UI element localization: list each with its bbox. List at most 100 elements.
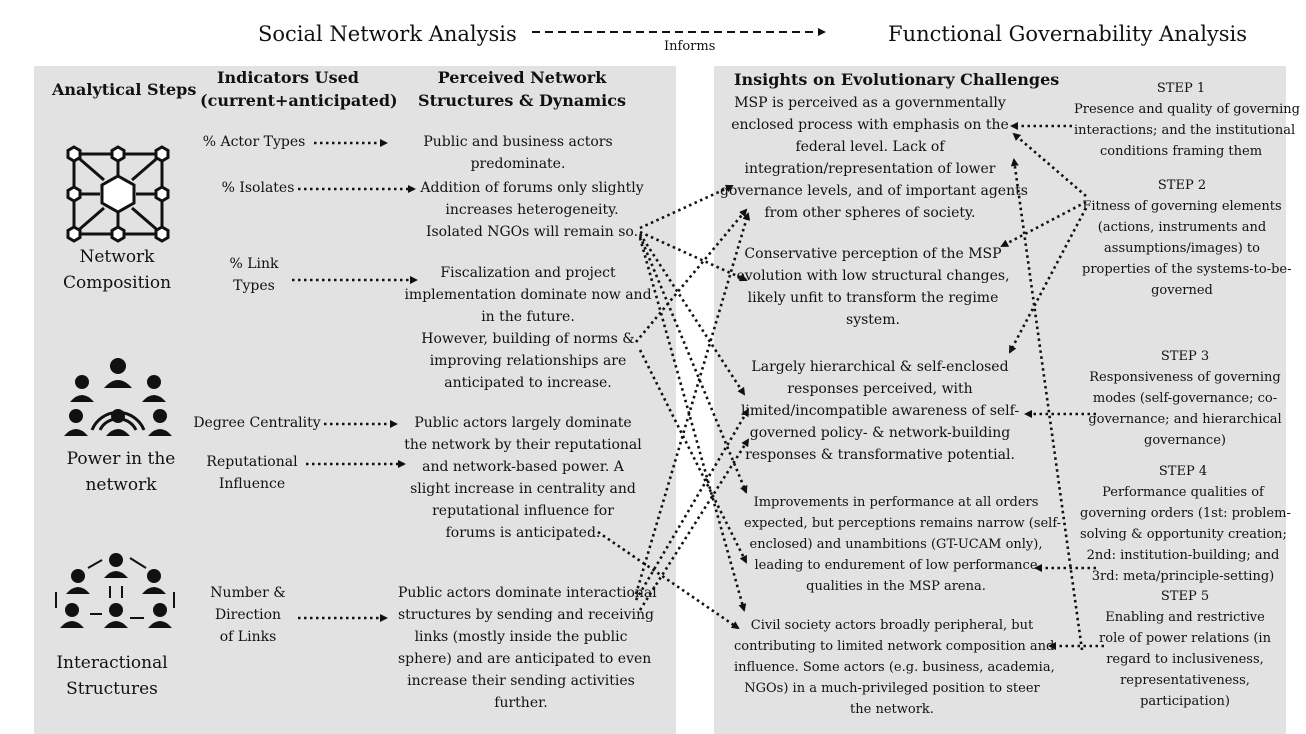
insight-line: leading to endurement of low performance bbox=[754, 558, 1038, 573]
power-people-icon bbox=[64, 358, 172, 436]
step-line: properties of the systems-to-be- bbox=[1082, 262, 1292, 277]
arrow-p2-i4 bbox=[638, 235, 748, 494]
step-line: representativeness, bbox=[1120, 673, 1250, 688]
step-line: 3rd: meta/principle-setting) bbox=[1091, 569, 1275, 584]
perceived-line: and network-based power. A bbox=[422, 459, 624, 475]
insight-block-4: Improvements in performance at all order… bbox=[744, 492, 1062, 597]
perceived-block-4: Public actors largely dominate the netwo… bbox=[400, 412, 646, 544]
header-right-title: Functional Governability Analysis bbox=[888, 22, 1248, 46]
insight-line: Largely hierarchical & self-enclosed bbox=[751, 359, 1009, 375]
step-5: STEP 5 Enabling and restrictive role of … bbox=[1086, 586, 1284, 712]
perceived-line: reputational influence for bbox=[432, 503, 614, 519]
arrow-s2-i3 bbox=[1008, 207, 1088, 354]
right-panel bbox=[714, 66, 1286, 734]
step-label-line: Power in the bbox=[66, 449, 176, 469]
step-line: Performance qualities of bbox=[1102, 485, 1264, 500]
network-grid-icon bbox=[66, 145, 170, 243]
insight-line: responses perceived, with bbox=[787, 381, 973, 397]
analytical-steps-heading: Analytical Steps bbox=[52, 80, 197, 99]
perceived-line: Isolated NGOs will remain so. bbox=[425, 224, 639, 240]
insight-line: governance levels, and of important agen… bbox=[720, 183, 1028, 199]
insight-line: enclosed process with emphasis on the bbox=[731, 117, 1009, 133]
perceived-line: Public actors largely dominate bbox=[414, 415, 632, 431]
perceived-line: However, building of norms & bbox=[421, 331, 635, 347]
indicator-line: Influence bbox=[218, 476, 286, 492]
indicators-heading: Indicators Used (current+anticipated) bbox=[200, 66, 398, 112]
step-line: conditions framing them bbox=[1099, 144, 1263, 159]
indicators-heading-line-2: (current+anticipated) bbox=[200, 91, 398, 110]
step-line: Enabling and restrictive bbox=[1105, 610, 1265, 625]
arrow-p5-i1 bbox=[634, 212, 751, 595]
step-label-line: network bbox=[85, 475, 157, 495]
insight-block-3: Largely hierarchical & self-enclosed res… bbox=[736, 356, 1024, 466]
arrow-p5-i3b bbox=[638, 438, 750, 611]
step-label-interactional: Interactional Structures bbox=[50, 650, 174, 702]
perceived-line: further. bbox=[494, 695, 548, 711]
insight-block-1: MSP is perceived as a governmentally enc… bbox=[720, 92, 1028, 224]
perceived-line: increase their sending activities bbox=[407, 673, 635, 689]
perceived-block-3: Fiscalization and project implementation… bbox=[400, 262, 656, 394]
insight-line: Conservative perception of the MSP bbox=[744, 246, 1002, 262]
indicator-line: % Link bbox=[229, 256, 279, 272]
step-title: STEP 5 bbox=[1160, 589, 1210, 604]
step-title: STEP 4 bbox=[1158, 464, 1208, 479]
perceived-line: links (mostly inside the public bbox=[414, 629, 628, 645]
perceived-line: predominate. bbox=[470, 156, 566, 172]
step-line: Presence and quality of governing bbox=[1074, 102, 1300, 117]
step-label-line: Network bbox=[79, 247, 155, 267]
step-label-power: Power in the network bbox=[56, 446, 186, 498]
insight-line: NGOs) in a much-privileged position to s… bbox=[744, 681, 1040, 696]
step-line: governed bbox=[1151, 283, 1213, 298]
arrow-s2-i2 bbox=[1000, 200, 1087, 248]
step-2: STEP 2 Fitness of governing elements (ac… bbox=[1082, 175, 1292, 301]
arrow-s5-i1 bbox=[1010, 158, 1084, 651]
perceived-line: Public and business actors bbox=[423, 134, 613, 150]
step-line: regard to inclusiveness, bbox=[1106, 652, 1264, 667]
perceived-block-2: Addition of forums only slightly increas… bbox=[402, 177, 662, 243]
arrow-p3-i1 bbox=[635, 208, 748, 343]
arrow-p4-i5 bbox=[597, 530, 740, 630]
insight-line: qualities in the MSP arena. bbox=[806, 579, 986, 594]
perceived-line: slight increase in centrality and bbox=[410, 481, 636, 497]
insight-line: Improvements in performance at all order… bbox=[753, 495, 1039, 510]
insight-line: contributing to limited network composit… bbox=[734, 639, 1055, 654]
perceived-line: Fiscalization and project bbox=[440, 265, 616, 281]
informs-label: Informs bbox=[664, 39, 716, 54]
step-line: Fitness of governing elements bbox=[1082, 199, 1282, 214]
perceived-line: forums is anticipated. bbox=[445, 525, 601, 541]
arrow-p2-i3 bbox=[638, 233, 746, 396]
perceived-line: the network by their reputational bbox=[404, 437, 642, 453]
perceived-line: in the future. bbox=[481, 309, 575, 325]
perceived-line: Addition of forums only slightly bbox=[420, 180, 644, 196]
indicator-isolates: % Isolates bbox=[221, 180, 295, 196]
step-title: STEP 2 bbox=[1157, 178, 1207, 193]
perceived-line: Public actors dominate interactional bbox=[398, 585, 657, 601]
header-left-title: Social Network Analysis bbox=[258, 22, 517, 46]
insight-line: evolution with low structural changes, bbox=[736, 268, 1010, 284]
step-3: STEP 3 Responsiveness of governing modes… bbox=[1086, 346, 1284, 451]
indicator-link-types: % Link Types bbox=[200, 253, 308, 297]
indicator-actor-types: % Actor Types bbox=[202, 134, 306, 150]
step-line: Responsiveness of governing bbox=[1089, 370, 1281, 385]
perceived-block-1: Public and business actors predominate. bbox=[398, 131, 638, 175]
indicator-number-direction: Number & Direction of Links bbox=[196, 582, 300, 648]
arrow-p2-i2 bbox=[639, 230, 748, 282]
insight-line: from other spheres of society. bbox=[764, 205, 976, 221]
indicators-heading-line-1: Indicators Used bbox=[217, 68, 359, 87]
indicator-reputational-influence: Reputational Influence bbox=[196, 451, 308, 495]
insight-line: limited/incompatible awareness of self- bbox=[740, 403, 1020, 419]
structures-heading-line-1: Perceived Network bbox=[437, 68, 607, 87]
step-title: STEP 3 bbox=[1160, 349, 1210, 364]
perceived-line: improving relationships are bbox=[429, 353, 627, 369]
perceived-line: structures by sending and receiving bbox=[398, 607, 655, 623]
step-line: participation) bbox=[1140, 694, 1230, 709]
insight-line: Civil society actors broadly peripheral,… bbox=[750, 618, 1034, 633]
perceived-line: increases heterogeneity. bbox=[445, 202, 619, 218]
insight-line: integration/representation of lower bbox=[744, 161, 996, 177]
step-line: modes (self-governance; co- bbox=[1092, 391, 1278, 406]
insight-line: expected, but perceptions remains narrow… bbox=[744, 516, 1062, 531]
insight-line: influence. Some actors (e.g. business, a… bbox=[734, 660, 1055, 675]
insight-line: governed policy- & network-building bbox=[749, 425, 1011, 441]
interaction-people-icon bbox=[55, 553, 175, 628]
